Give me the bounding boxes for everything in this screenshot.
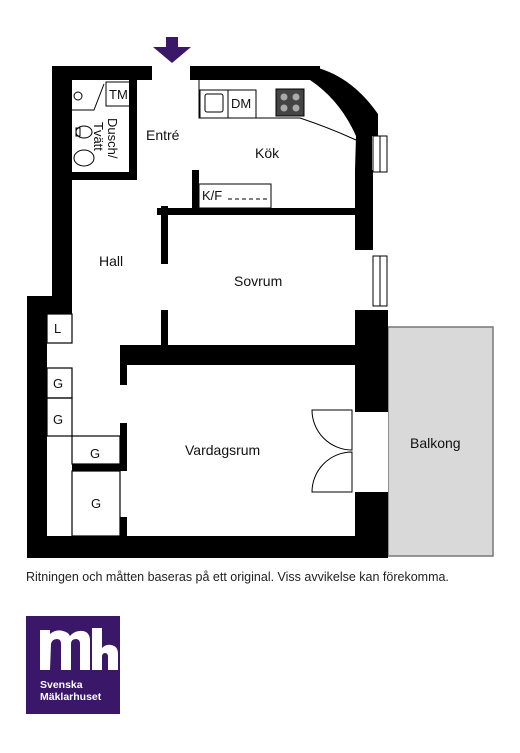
closet-label-l: L bbox=[54, 321, 61, 336]
logo-mark-icon bbox=[40, 628, 118, 670]
room-label-entre: Entré bbox=[146, 127, 180, 143]
balcony-door bbox=[311, 409, 388, 493]
balcony-area bbox=[387, 326, 494, 557]
closet-label-g2: G bbox=[53, 412, 63, 427]
bathroom-walls bbox=[72, 80, 137, 180]
room-label-vardagsrum: Vardagsrum bbox=[185, 442, 260, 458]
logo-line-1: Svenska bbox=[40, 679, 83, 691]
room-label-hall: Hall bbox=[99, 253, 123, 269]
room-label-balkong: Balkong bbox=[410, 435, 461, 451]
fixture-label-dm: DM bbox=[231, 96, 251, 111]
disclaimer-text: Ritningen och måtten baseras på ett orig… bbox=[26, 570, 449, 584]
down-arrow-icon bbox=[153, 37, 191, 63]
room-label-tvatt: Tvätt bbox=[91, 122, 106, 151]
closet-label-g3: G bbox=[90, 446, 100, 461]
closet-label-g4: G bbox=[91, 496, 101, 511]
interior-walls bbox=[72, 170, 355, 536]
room-label-sovrum: Sovrum bbox=[234, 273, 282, 289]
stove bbox=[275, 88, 305, 117]
room-label-dusch: Dusch/ bbox=[105, 118, 120, 159]
floor-plan: TM DM K/F Dusch/ Tvätt Entré Kök Hall So… bbox=[27, 37, 494, 558]
closets bbox=[46, 313, 121, 537]
room-label-dusch-line1: Dusch/ bbox=[105, 118, 120, 159]
kitchen-counter bbox=[198, 80, 357, 209]
bathroom-fixtures bbox=[72, 81, 133, 167]
stove-burners bbox=[280, 93, 300, 112]
windows bbox=[372, 135, 388, 307]
svenska-maklarhuset-logo: Svenska Mäklarhuset bbox=[26, 616, 120, 714]
fixture-label-kf: K/F bbox=[202, 188, 222, 203]
room-label-kok: Kök bbox=[255, 145, 280, 161]
logo-text: Svenska Mäklarhuset bbox=[40, 679, 101, 703]
logo-line-2: Mäklarhuset bbox=[40, 691, 102, 703]
closet-label-g1: G bbox=[53, 376, 63, 391]
room-label-tvatt-line: Tvätt bbox=[91, 122, 106, 151]
fixture-label-tm: TM bbox=[109, 87, 128, 102]
